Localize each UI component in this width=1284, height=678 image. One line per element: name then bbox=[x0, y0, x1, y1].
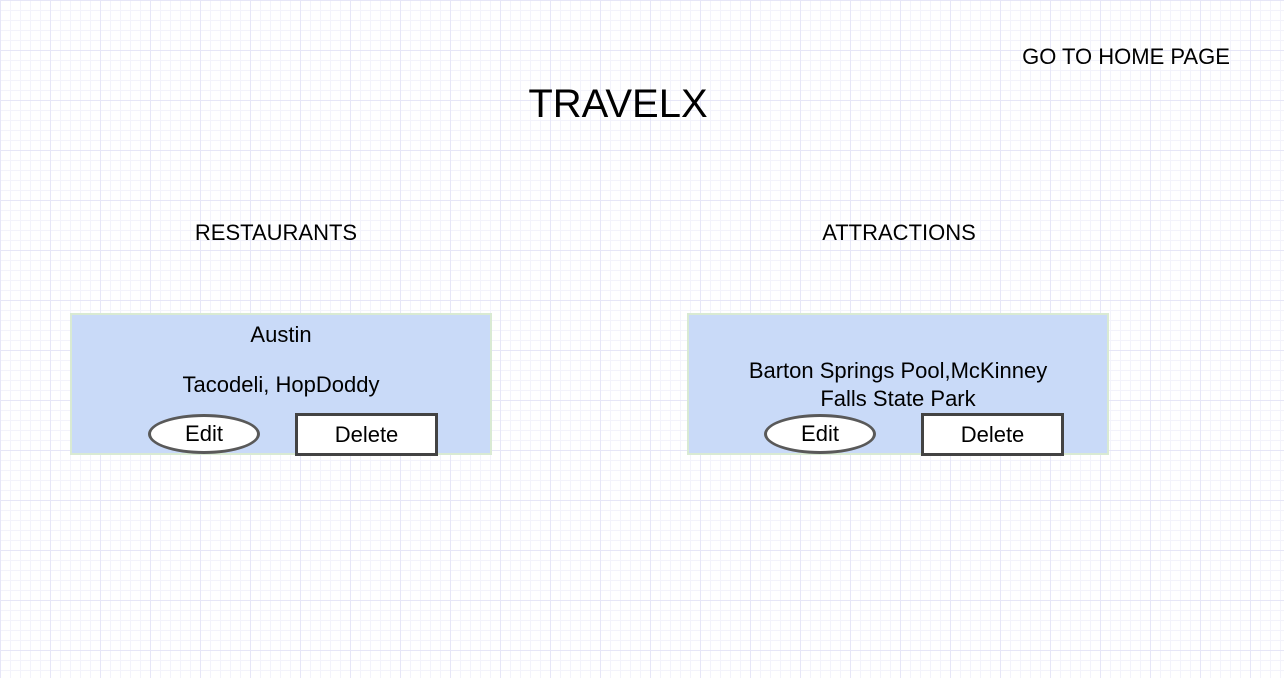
attraction-edit-button[interactable]: Edit bbox=[764, 414, 876, 454]
restaurants-heading: RESTAURANTS bbox=[194, 220, 358, 245]
attraction-delete-button[interactable]: Delete bbox=[921, 413, 1064, 456]
app-title: TRAVELX bbox=[528, 82, 708, 126]
attraction-items-line-1: Barton Springs Pool,McKinney bbox=[748, 358, 1048, 383]
restaurant-items: Tacodeli, HopDoddy bbox=[182, 372, 380, 397]
restaurant-delete-button[interactable]: Delete bbox=[295, 413, 438, 456]
restaurant-city: Austin bbox=[250, 322, 312, 347]
restaurant-edit-button[interactable]: Edit bbox=[148, 414, 260, 454]
go-to-home-page-link[interactable]: GO TO HOME PAGE bbox=[1022, 44, 1230, 69]
attraction-items-line-2: Falls State Park bbox=[820, 386, 976, 411]
attractions-heading: ATTRACTIONS bbox=[822, 220, 976, 245]
restaurant-card: Austin Tacodeli, HopDoddy Edit Delete bbox=[70, 313, 492, 456]
attraction-card: Barton Springs Pool,McKinney Falls State… bbox=[687, 313, 1109, 456]
